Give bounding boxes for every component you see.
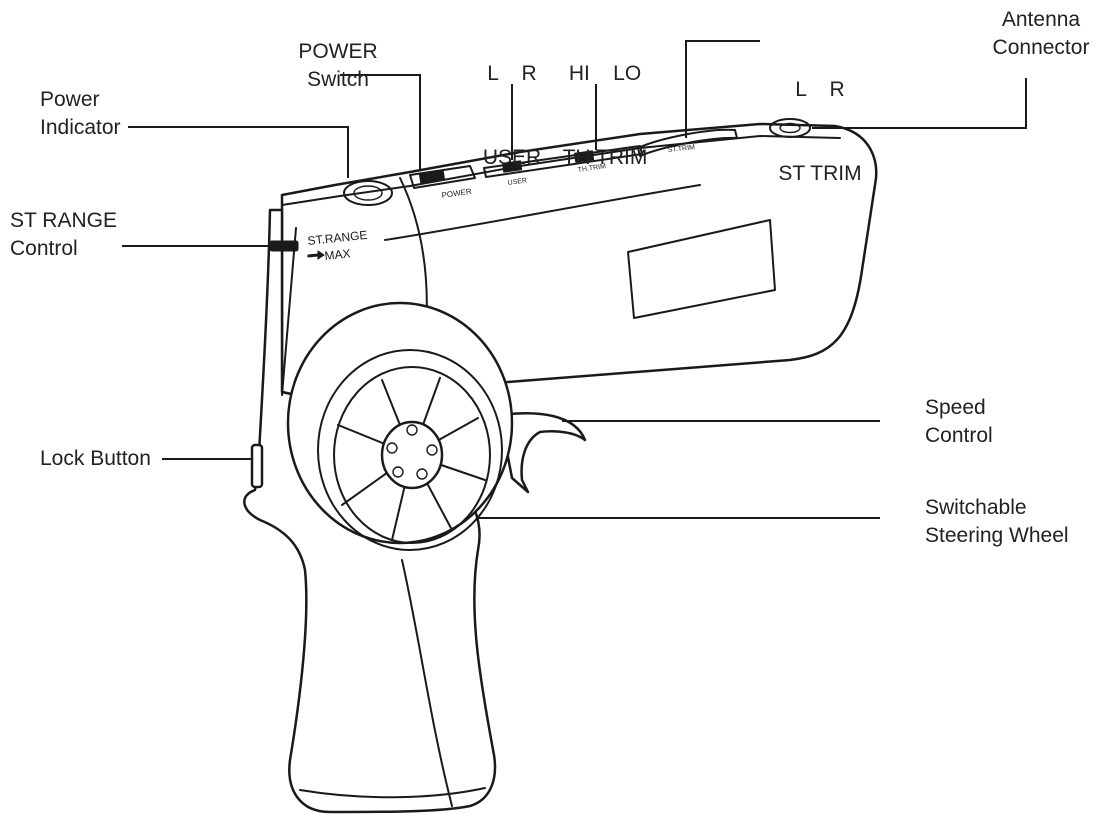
leader-st-trim (685, 40, 760, 138)
label-th-trim: HI LO TH TRIM (562, 62, 648, 169)
body-sweep (384, 184, 701, 241)
hub-screw (426, 444, 438, 456)
label-power-indicator: Power Indicator (40, 88, 121, 139)
leader-power-indicator (128, 126, 349, 178)
speed-trigger (498, 412, 587, 494)
body-power-print: POWER (441, 187, 472, 200)
label-steering-wheel: Switchable Steering Wheel (925, 496, 1069, 547)
power-switch-housing (409, 165, 476, 189)
label-speed-control: Speed Control (925, 396, 993, 447)
steering-wheel-inner-rim (317, 349, 503, 551)
st-trim-rocker (637, 128, 738, 157)
label-user: L R USER (482, 62, 542, 169)
hub-screw (416, 468, 428, 480)
front-contour (281, 227, 297, 396)
body-st-trim-print: ST.TRIM (667, 144, 695, 154)
lock-button (250, 443, 264, 489)
leader-lines (122, 40, 1027, 519)
hub-screw (406, 424, 418, 436)
body-st-range-print: ST.RANGE (307, 228, 368, 248)
body-th-trim-print: TH.TRIM (577, 163, 606, 174)
max-arrow-icon (307, 250, 325, 260)
th-trim-slider (573, 150, 595, 163)
hub-screw (392, 466, 404, 478)
user-switch-slider (501, 160, 523, 173)
label-antenna-connector: Antenna Connector (992, 8, 1090, 59)
hub-screw (386, 442, 398, 454)
body-user-print: USER (507, 177, 527, 187)
antenna-connector (769, 118, 811, 138)
label-power-switch: POWER Switch (298, 40, 378, 91)
leader-power-switch (340, 74, 421, 170)
steering-wheel-hub-ring (333, 366, 491, 544)
label-st-trim: L R ST TRIM (778, 78, 862, 185)
grip-base (299, 787, 486, 799)
power-led-inner (353, 185, 383, 201)
power-switch-slider (418, 169, 446, 185)
label-st-range-control: ST RANGE Control (10, 209, 117, 260)
label-lock-button: Lock Button (40, 447, 151, 470)
antenna-connector-inner (779, 122, 801, 134)
power-led (343, 180, 393, 206)
leader-antenna (812, 78, 1027, 129)
display-window (627, 219, 776, 319)
grip-contour (401, 559, 453, 807)
transmitter-body: POWER USER TH.TRIM ST.TRIM ST.RANGE MAX (243, 118, 878, 814)
body-max-print: MAX (324, 246, 351, 263)
